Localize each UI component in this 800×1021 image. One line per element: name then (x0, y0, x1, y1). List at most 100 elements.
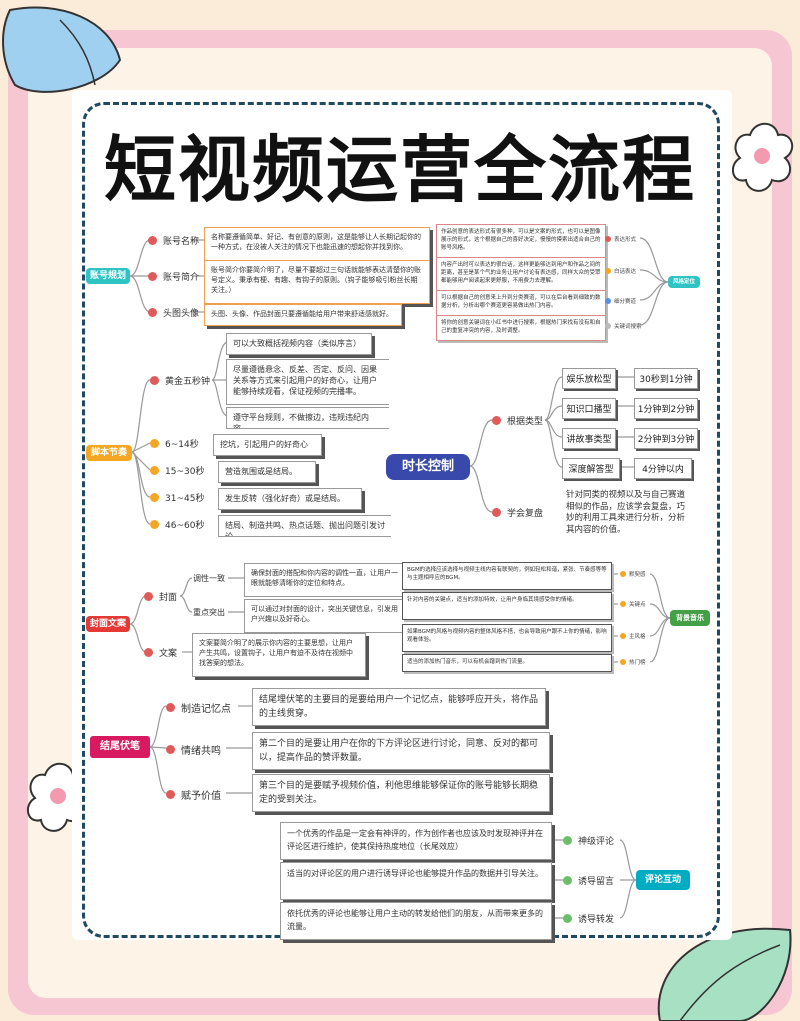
ending-hub: 结尾伏笔 (90, 736, 150, 758)
memory-point-node: 制造记忆点 (166, 700, 231, 715)
red-dot-icon (166, 703, 175, 712)
comment-interaction-hub: 评论互动 (636, 870, 690, 890)
range-15-30-node: 15~30秒 (150, 464, 204, 477)
style-keyword-node: 关键词搜索 (605, 322, 642, 330)
script-rhythm-hub: 脚本节奏 (86, 445, 132, 461)
tone-consistent-label: 调性一致 (193, 574, 225, 583)
style-form-node: 表达形式 (605, 235, 636, 243)
induce-share-text: 依托优秀的评论也能够让用户主动的转发给他们的朋友，从而带来更多的流量。 (280, 902, 552, 940)
account-avatar-node: 头图头像 (148, 306, 199, 319)
blue-leaf-decoration (2, 6, 122, 93)
duration-control-hub: 时长控制 (386, 454, 470, 480)
style-track-text: 可以根据自己的创意来上升到分类赛道，可以在后台看到细致的数据分析，分析出哪个赛道… (436, 290, 606, 316)
tone-consistent-text: 确保封面的搭配和你内容的调性一直，让用户一眼就能够清晰你的定位和特点。 (244, 563, 405, 597)
type-knowledge: 知识口播型 (562, 398, 616, 419)
orange-dot-icon (620, 601, 626, 607)
red-dot-icon (148, 308, 157, 317)
type-story: 讲故事类型 (562, 428, 616, 449)
range-46-60-node: 46~60秒 (150, 518, 204, 531)
copy-text: 文案要简介明了的展示你内容的主要思想，让用户产生共鸣，设置钩子，让用户有迫不及待… (192, 633, 366, 677)
golden-text-1: 可以大致概括视频内容（类似序言） (226, 333, 372, 355)
red-dot-icon (166, 745, 175, 754)
style-form-text: 作品创意的表达形式有很多种，可以是文案的形式，也可以是图像展示的形式，这个根据自… (436, 224, 606, 258)
red-dot-icon (144, 592, 153, 601)
green-dot-icon (563, 914, 572, 923)
range-6-14-node: 6~14秒 (150, 437, 199, 450)
orange-dot-icon (150, 439, 159, 448)
induce-comment-text: 适当的对评论区的用户进行诱导评论也能够提升作品的数据并引导关注。 (280, 862, 552, 900)
red-dot-icon (492, 416, 501, 425)
highlight-label: 重点突出 (193, 608, 225, 617)
orange-dot-icon (150, 466, 159, 475)
value-node: 赋予价值 (166, 787, 221, 802)
flower-decoration-right (731, 122, 794, 192)
range-deep: 4分钟以内 (634, 458, 692, 479)
red-dot-icon (166, 790, 175, 799)
review-node: 学会复盘 (492, 506, 543, 519)
golden-five-seconds-node: 黄金五秒钟 (150, 374, 210, 387)
style-track-node: 细分赛道 (605, 297, 636, 305)
account-bio-text: 账号简介你要简介明了，尽量不要超过三句话就能够表达清楚你的账号定义。秉承有梗、有… (204, 260, 430, 304)
gray-dot-icon (605, 323, 611, 329)
red-dot-icon (150, 376, 159, 385)
orange-dot-icon (150, 493, 159, 502)
account-bio-node: 账号简介 (148, 270, 199, 283)
account-planning-hub: 账号规划 (86, 268, 130, 284)
range-46-60-text: 结局、制造共鸣、热点话题、抛出问题引发讨论 (218, 515, 391, 537)
by-type-node: 根据类型 (492, 414, 543, 427)
highlight-text: 可以通过对封面的设计，突出关键信息，引发用户兴趣以及好奇心。 (244, 599, 405, 633)
red-dot-icon (148, 272, 157, 281)
memory-point-text: 结尾埋伏笔的主要目的是要给用户一个记忆点，能够呼应开头，将作品的主线贯穿。 (252, 688, 546, 726)
range-31-45-text: 发生反转（强化好奇）或是结局。 (218, 488, 362, 510)
golden-text-3: 遵守平台规则，不做擦边，违规违纪内容。 (226, 407, 389, 429)
range-6-14-text: 挖坑，引起用户的好奇心 (213, 434, 322, 456)
red-dot-icon (605, 236, 611, 242)
orange-dot-icon (605, 268, 611, 274)
green-dot-icon (563, 836, 572, 845)
bgm-hub: 背景音乐 (670, 610, 710, 626)
induce-comment-node: 诱导留言 (563, 874, 614, 887)
range-knowledge: 1分钟到2分钟 (634, 398, 698, 419)
god-comment-node: 神级评论 (563, 834, 614, 847)
blue-dot-icon (605, 298, 611, 304)
style-plain-node: 白话表达 (605, 267, 636, 275)
god-comment-text: 一个优秀的作品是一定会有神评的，作为创作者也应该及时发现神评并在评论区进行维护，… (280, 822, 552, 860)
emotion-node: 情绪共鸣 (166, 742, 221, 757)
induce-share-node: 诱导转发 (563, 912, 614, 925)
bgm-hot-node: 热门榜 (620, 658, 646, 666)
value-text: 第三个目的是要赋予视频价值，利他思维能够保证你的账号能够长期稳定的受到关注。 (252, 774, 550, 812)
account-name-node: 账号名称 (148, 234, 199, 247)
orange-dot-icon (150, 520, 159, 529)
range-entertainment: 30秒到1分钟 (634, 368, 698, 389)
cover-node: 封面 (144, 590, 177, 603)
page-title: 短视频运营全流程 (103, 128, 696, 212)
range-story: 2分钟到3分钟 (634, 428, 698, 449)
bgm-tacit-node: 默契感 (620, 570, 646, 578)
green-leaf-decoration (657, 927, 792, 1021)
golden-text-2: 尽量遵循悬念、反差、否定、反问、因果关系等方式来引起用户的好奇心，让用户能够持续… (226, 359, 389, 405)
orange-dot-icon (620, 571, 626, 577)
review-text: 针对同类的视频以及与自己赛道相似的作品，应该学会复盘，巧妙的利用工具来进行分析，… (566, 490, 686, 535)
bgm-key-text: 针对内容的关键点，适当的添加特效，让用户身临其境感受你的情绪。 (402, 592, 612, 620)
range-31-45-node: 31~45秒 (150, 491, 204, 504)
bgm-tacit-text: BGM的选择应该选择与视频主线内容有联契的，例如轻松和谐，紧张、节奏感等等与主题… (402, 562, 612, 590)
bgm-style-node: 主风格 (620, 632, 646, 640)
style-plain-text: 内容产出时可以表达的很白话，这样更能够达到用户和作品之间的距离，甚至是某个气的业… (436, 257, 606, 291)
copy-node: 文案 (144, 646, 177, 659)
green-dot-icon (563, 876, 572, 885)
bgm-key-node: 关键点 (620, 600, 646, 608)
red-dot-icon (492, 508, 501, 517)
cover-copy-hub: 封面文案 (86, 616, 130, 632)
emotion-text: 第二个目的是要让用户在你的下方评论区进行讨论，同意、反对的都可以，提高作品的赞评… (252, 732, 550, 770)
account-name-text: 名称要遵循简单、好记、有创意的原则，这是能够让人长期记起你的一种方式，在没被人关… (204, 227, 430, 261)
range-15-30-text: 营造氛围或是结局。 (218, 461, 316, 483)
type-deep: 深度解答型 (562, 458, 620, 479)
red-dot-icon (144, 648, 153, 657)
style-hub: 风格定位 (668, 276, 700, 288)
orange-dot-icon (620, 659, 626, 665)
bgm-hot-text: 适当的添加热门音乐，可以有机会蹭到热门流量。 (402, 654, 612, 672)
account-avatar-text: 头图、头像、作品封面只要遵循能给用户带来舒适感就好。 (204, 304, 402, 326)
bgm-style-text: 如果BGM的风格与视频内容的整体风格不搭，也会导致用户跟不上你的情绪，影响观看体… (402, 624, 612, 652)
red-dot-icon (148, 236, 157, 245)
